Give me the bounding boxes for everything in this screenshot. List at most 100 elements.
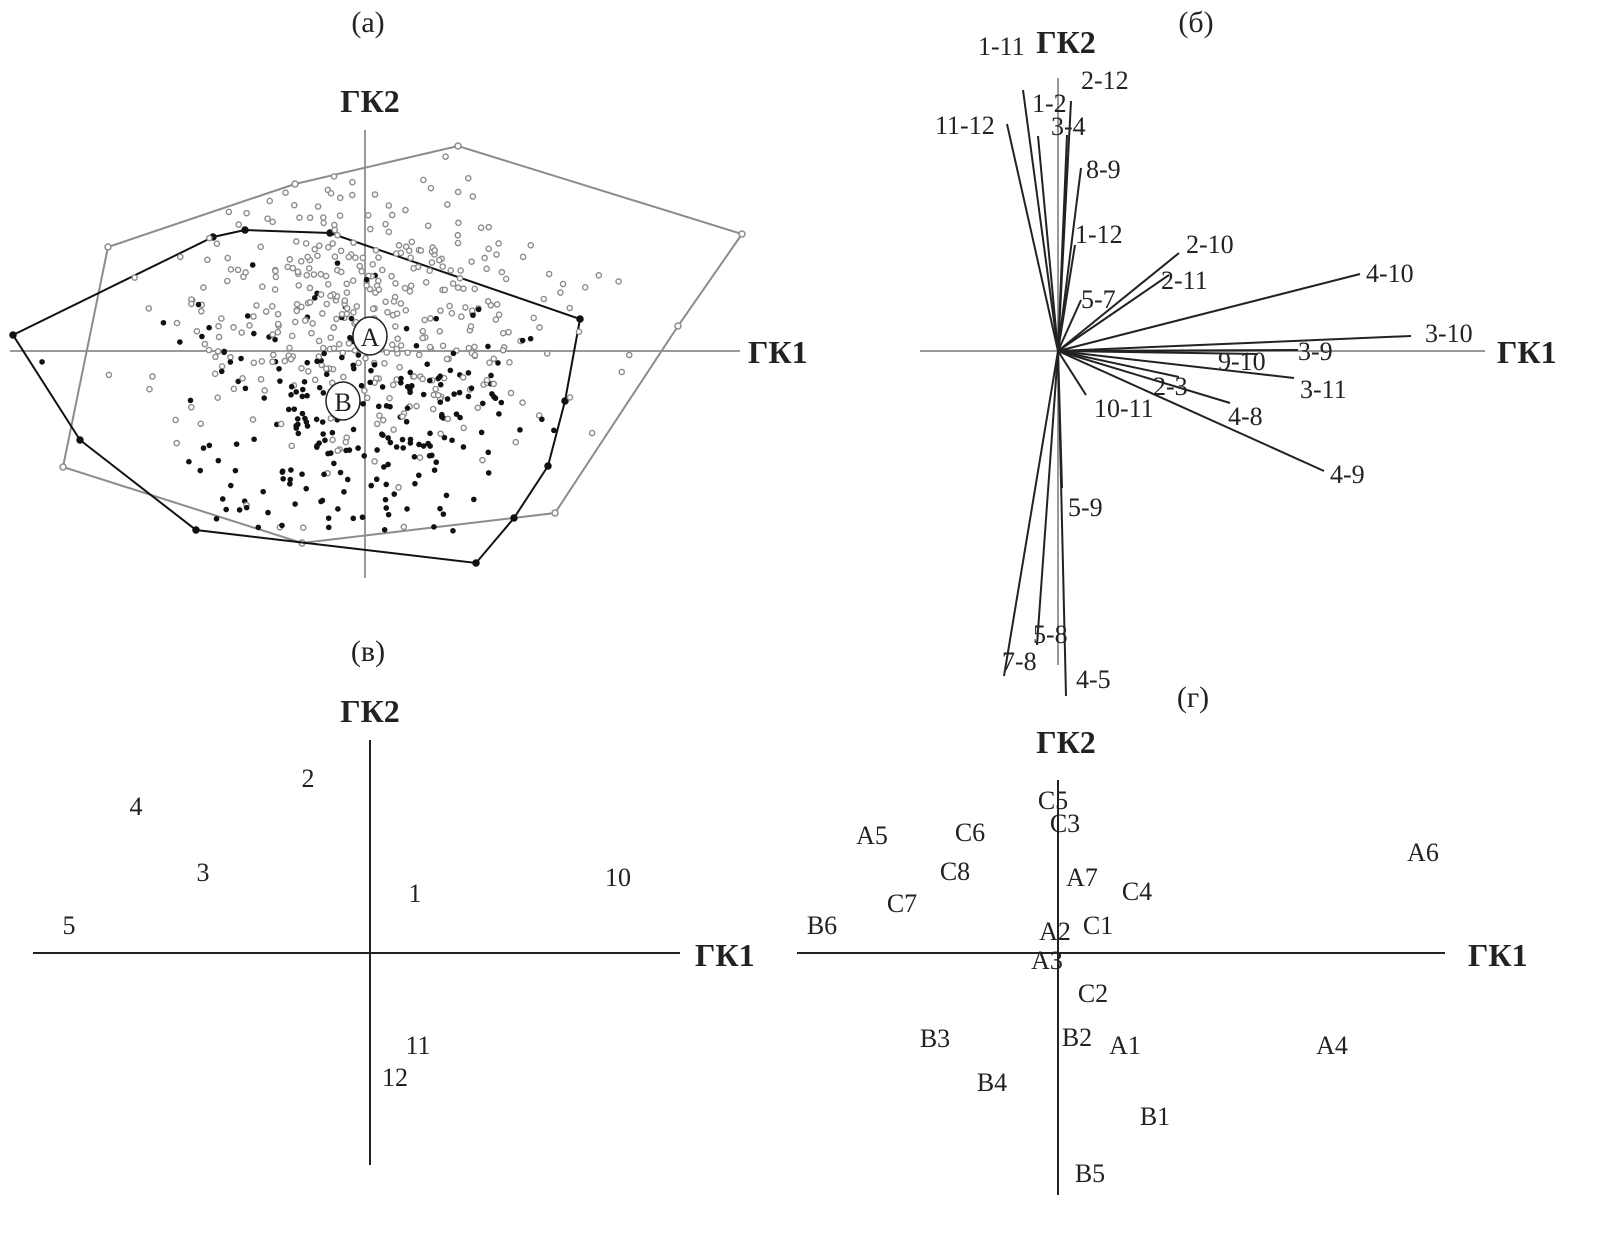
data-point-group-A: [625, 351, 633, 359]
data-point-group-A: [479, 456, 486, 464]
data-point-group-A: [274, 310, 282, 318]
data-point-group-A: [566, 304, 574, 312]
data-point-group-A: [390, 426, 397, 433]
vector-label-4-8: 4-8: [1228, 402, 1263, 431]
data-point-group-A: [588, 429, 596, 437]
data-point-group-A: [305, 367, 312, 375]
panel-title-d: (г): [1177, 681, 1209, 714]
data-point-group-A: [268, 303, 276, 310]
data-point-group-B: [322, 437, 328, 444]
data-point-group-B: [244, 313, 251, 319]
data-point-group-B: [449, 437, 455, 444]
data-point-group-A: [257, 243, 264, 251]
data-point-group-A: [505, 328, 512, 336]
data-point-group-A: [350, 309, 357, 316]
data-point-group-A: [324, 281, 332, 288]
data-point-group-B: [400, 445, 407, 451]
hull-vertex: [510, 514, 518, 522]
data-point-group-B: [470, 312, 476, 319]
data-point-group-A: [399, 413, 406, 420]
point-label-12: 12: [382, 1063, 408, 1092]
data-point-group-A: [363, 394, 371, 402]
data-point-group-B: [383, 481, 390, 488]
data-point-group-B: [206, 442, 213, 449]
data-point-group-B: [311, 295, 318, 301]
data-point-group-A: [393, 345, 401, 353]
data-point-group-A: [272, 267, 279, 275]
data-point-group-B: [471, 496, 477, 503]
data-point-group-A: [289, 264, 297, 272]
centroid-marker-B: [325, 381, 361, 421]
data-point-group-A: [335, 340, 343, 348]
data-point-group-A: [364, 212, 372, 219]
panel-b: (б) ГК2 ГК1 1-1111-121-22-123-48-91-125-…: [920, 6, 1557, 697]
data-point-group-B: [199, 333, 205, 340]
data-point-group-A: [308, 329, 315, 337]
data-point-group-B: [420, 391, 427, 398]
data-point-group-B: [287, 476, 294, 483]
data-point-group-B: [465, 370, 472, 376]
data-point-group-A: [336, 212, 344, 219]
vector-label-5-9: 5-9: [1068, 493, 1103, 522]
data-point-group-A: [349, 277, 357, 285]
data-point-group-A: [262, 308, 270, 315]
data-point-group-B: [409, 382, 415, 389]
data-point-group-B: [221, 348, 228, 355]
data-point-group-B: [367, 379, 373, 386]
data-point-group-A: [173, 319, 181, 327]
data-point-group-A: [272, 273, 280, 281]
data-point-group-B: [453, 411, 460, 417]
data-point-group-A: [395, 484, 402, 491]
data-point-group-B: [350, 362, 357, 369]
data-point-group-B: [285, 406, 292, 413]
data-point-group-B: [407, 440, 414, 446]
centroid-label-B: B: [334, 388, 351, 417]
loading-vector-1-11: [1022, 89, 1059, 352]
point-label-A7: A7: [1066, 863, 1098, 892]
data-point-group-A: [483, 265, 490, 273]
data-point-group-B: [456, 389, 463, 396]
data-point-group-B: [380, 432, 386, 438]
data-point-group-A: [439, 263, 447, 270]
data-point-group-B: [299, 393, 306, 400]
data-point-group-A: [306, 214, 314, 222]
data-point-group-A: [477, 224, 485, 231]
data-point-group-A: [253, 302, 260, 309]
data-point-group-A: [306, 284, 314, 292]
data-point-group-A: [352, 254, 359, 262]
data-point-group-B: [360, 400, 366, 407]
data-point-group-B: [479, 400, 486, 407]
data-point-group-A: [410, 265, 417, 272]
data-point-group-A: [327, 190, 335, 197]
data-point-group-B: [304, 392, 310, 399]
data-point-group-B: [433, 315, 440, 322]
data-point-group-A: [293, 307, 301, 315]
data-point-group-A: [410, 373, 418, 380]
data-point-group-B: [437, 381, 444, 388]
data-point-group-A: [355, 359, 362, 367]
data-point-group-B: [437, 373, 443, 380]
data-point-group-A: [393, 310, 401, 317]
hull-vertex: [561, 397, 569, 405]
data-point-group-B: [288, 392, 294, 398]
data-point-group-B: [294, 416, 301, 422]
data-point-group-A: [454, 188, 462, 196]
data-point-group-B: [478, 429, 485, 436]
data-point-group-B: [272, 336, 278, 343]
data-point-group-A: [242, 269, 249, 276]
data-point-group-B: [424, 361, 431, 368]
loading-vector-11-12: [1006, 123, 1059, 352]
data-point-group-B: [437, 505, 443, 512]
data-point-group-B: [177, 339, 183, 345]
point-label-4: 4: [130, 792, 143, 821]
data-point-group-B: [215, 457, 222, 464]
data-point-group-B: [319, 497, 326, 504]
data-point-group-B: [450, 527, 456, 534]
data-point-group-A: [383, 349, 391, 356]
data-point-group-A: [197, 307, 205, 315]
data-point-group-B: [517, 427, 523, 433]
point-label-B6: B6: [807, 911, 837, 940]
point-label-B5: B5: [1075, 1159, 1105, 1188]
data-point-group-A: [306, 298, 314, 306]
data-point-group-A: [239, 374, 246, 382]
